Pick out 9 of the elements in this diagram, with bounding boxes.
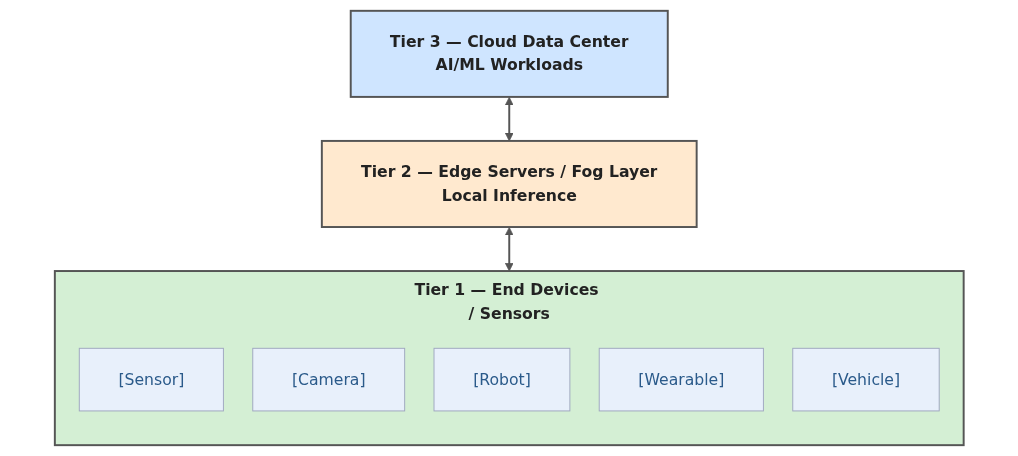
node-box: [Wearable] [598, 347, 764, 412]
node-box: [Sensor] [78, 347, 224, 412]
node-box: Tier 3 — Cloud Data Center AI/ML Workloads [349, 9, 669, 98]
node-box: Tier 2 — Edge Servers / Fog Layer Local Inference [320, 139, 698, 228]
arrow [504, 96, 514, 142]
node-box: [Camera] [252, 347, 405, 412]
node-box: [Robot] [433, 347, 571, 412]
arrow [504, 227, 514, 272]
node-box: [Vehicle] [792, 347, 940, 412]
